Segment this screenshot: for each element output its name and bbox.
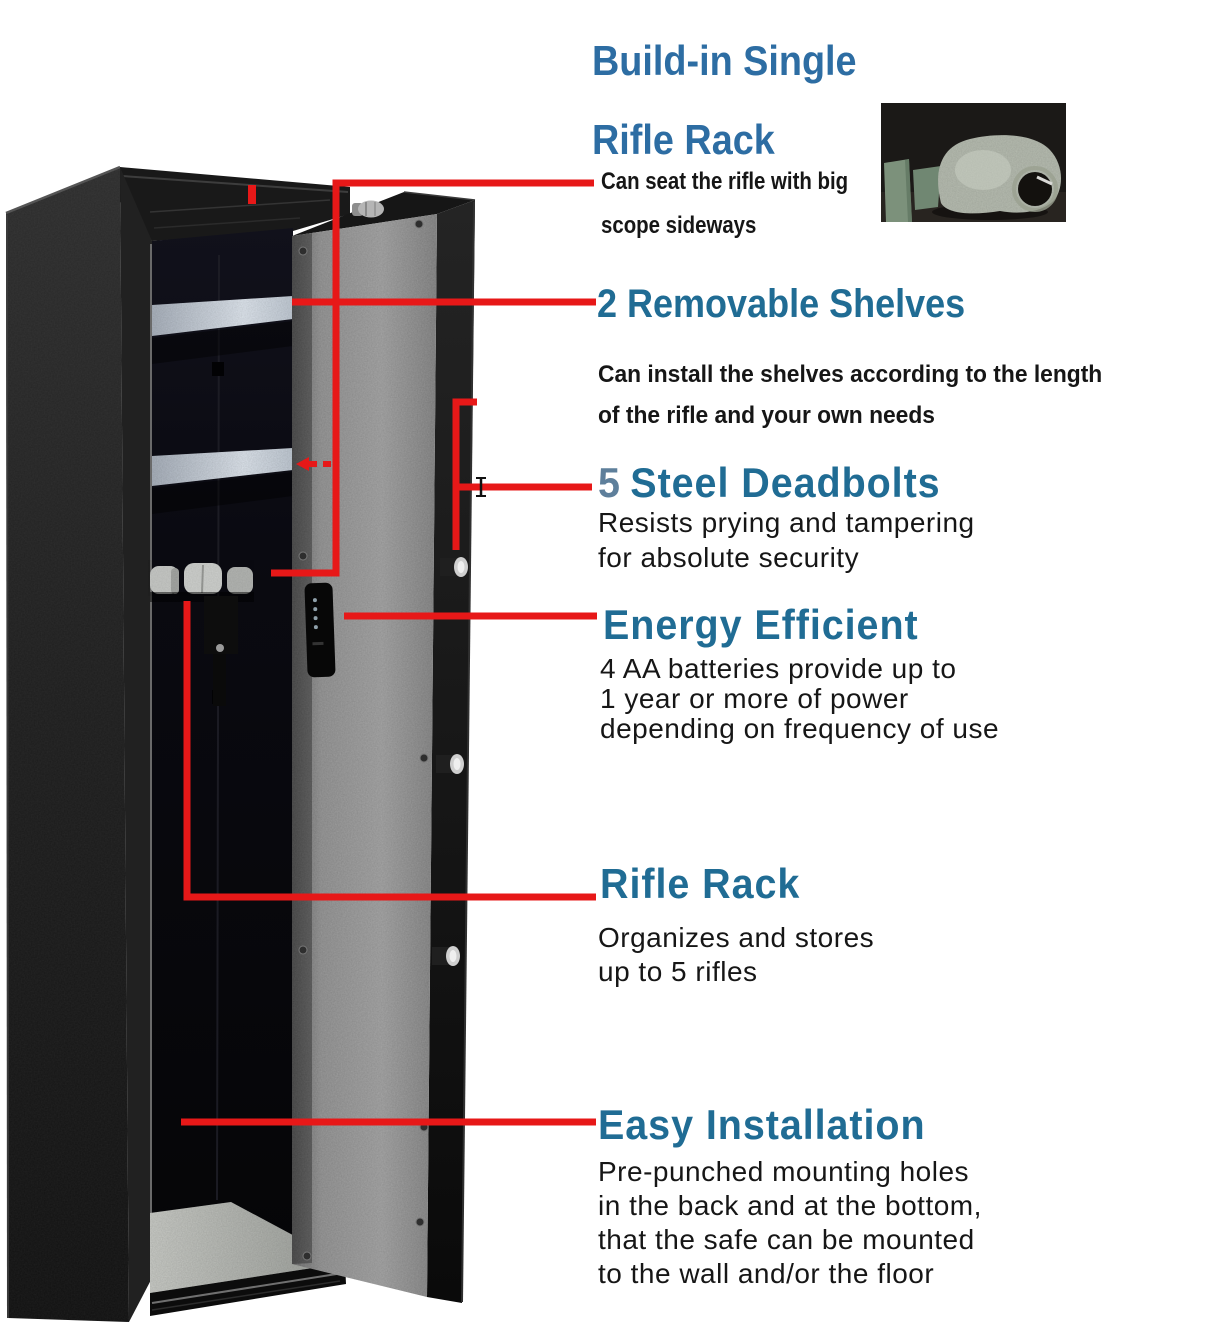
deadbolt-count: 5 bbox=[598, 459, 621, 506]
bottom-sill bbox=[150, 1263, 346, 1316]
body-line: of the rifle and your own needs bbox=[598, 402, 935, 429]
body-easy-installation: Pre-punched mounting holes in the back a… bbox=[598, 1155, 982, 1291]
interior-floor bbox=[150, 1202, 345, 1293]
heading-energy-efficient: Energy Efficient bbox=[603, 601, 919, 648]
callout-arrowhead bbox=[296, 457, 309, 471]
deadbolt-1 bbox=[440, 557, 468, 577]
safe-cabinet bbox=[5, 165, 350, 1322]
heading-build-in-single: Build-in Single bbox=[592, 37, 857, 84]
rifle-rack-foam bbox=[148, 560, 254, 602]
safe-interior bbox=[152, 228, 293, 1278]
body-line: Can install the shelves according to the… bbox=[598, 361, 1103, 388]
body-line: in the back and at the bottom, bbox=[598, 1190, 982, 1221]
door-bolt-edge bbox=[427, 200, 475, 1303]
body-line: Can seat the rifle with big bbox=[601, 168, 849, 195]
shelf-upper bbox=[152, 296, 293, 364]
deadbolt-3 bbox=[432, 946, 460, 966]
body-energy-efficient: 4 AA batteries provide up to 1 year or m… bbox=[600, 654, 999, 744]
heading-text: Steel Deadbolts bbox=[630, 459, 941, 506]
callout-lines bbox=[181, 179, 597, 1126]
body-removable-shelves: Can install the shelves according to the… bbox=[598, 354, 1102, 436]
body-line: Resists prying and tampering bbox=[598, 507, 975, 538]
green-foam-block-1 bbox=[884, 159, 912, 222]
body-line: depending on frequency of use bbox=[600, 713, 1000, 744]
callout-line-rifle-rack bbox=[183, 601, 596, 901]
cursor-ibeam-artifact bbox=[476, 477, 486, 497]
body-rifle-rack: Organizes and stores up to 5 rifles bbox=[598, 921, 874, 989]
safe-door-open bbox=[292, 191, 476, 1303]
callout-line-build-in-rifle-rack bbox=[271, 179, 594, 577]
inset-photo-rifle-rack bbox=[881, 103, 1066, 222]
green-foam-block-2 bbox=[913, 166, 941, 210]
heading-removable-shelves: 2 Removable Shelves bbox=[597, 282, 966, 326]
body-line: to the wall and/or the floor bbox=[598, 1258, 935, 1289]
body-line: up to 5 rifles bbox=[598, 956, 758, 987]
cabinet-top-face bbox=[120, 167, 350, 241]
body-line: 4 AA batteries provide up to bbox=[600, 653, 957, 684]
shelf-lower bbox=[152, 448, 293, 514]
heading-rifle-rack: Rifle Rack bbox=[600, 860, 801, 907]
rack-stand bbox=[204, 596, 238, 706]
deadbolt-2 bbox=[436, 754, 464, 774]
callout-bracket-deadbolts bbox=[452, 398, 477, 550]
body-build-in-rifle-rack: Can seat the rifle with big scope sidewa… bbox=[601, 160, 848, 248]
body-line: Pre-punched mounting holes bbox=[598, 1156, 970, 1187]
body-line: Organizes and stores bbox=[598, 922, 875, 953]
body-line: for absolute security bbox=[598, 542, 860, 573]
hinge-knob bbox=[352, 200, 384, 218]
body-line: 1 year or more of power bbox=[600, 683, 909, 714]
foam-scope-hole bbox=[1018, 172, 1052, 206]
door-keypad bbox=[304, 582, 336, 678]
body-line: scope sideways bbox=[601, 212, 757, 239]
cabinet-left-post bbox=[120, 167, 152, 1322]
felt-screws bbox=[298, 219, 429, 1261]
heading-build-in-rifle-rack: Rifle Rack bbox=[592, 116, 775, 163]
heading-easy-installation: Easy Installation bbox=[598, 1101, 926, 1148]
body-steel-deadbolts: Resists prying and tampering for absolut… bbox=[598, 505, 975, 575]
body-line: that the safe can be mounted bbox=[598, 1224, 975, 1255]
